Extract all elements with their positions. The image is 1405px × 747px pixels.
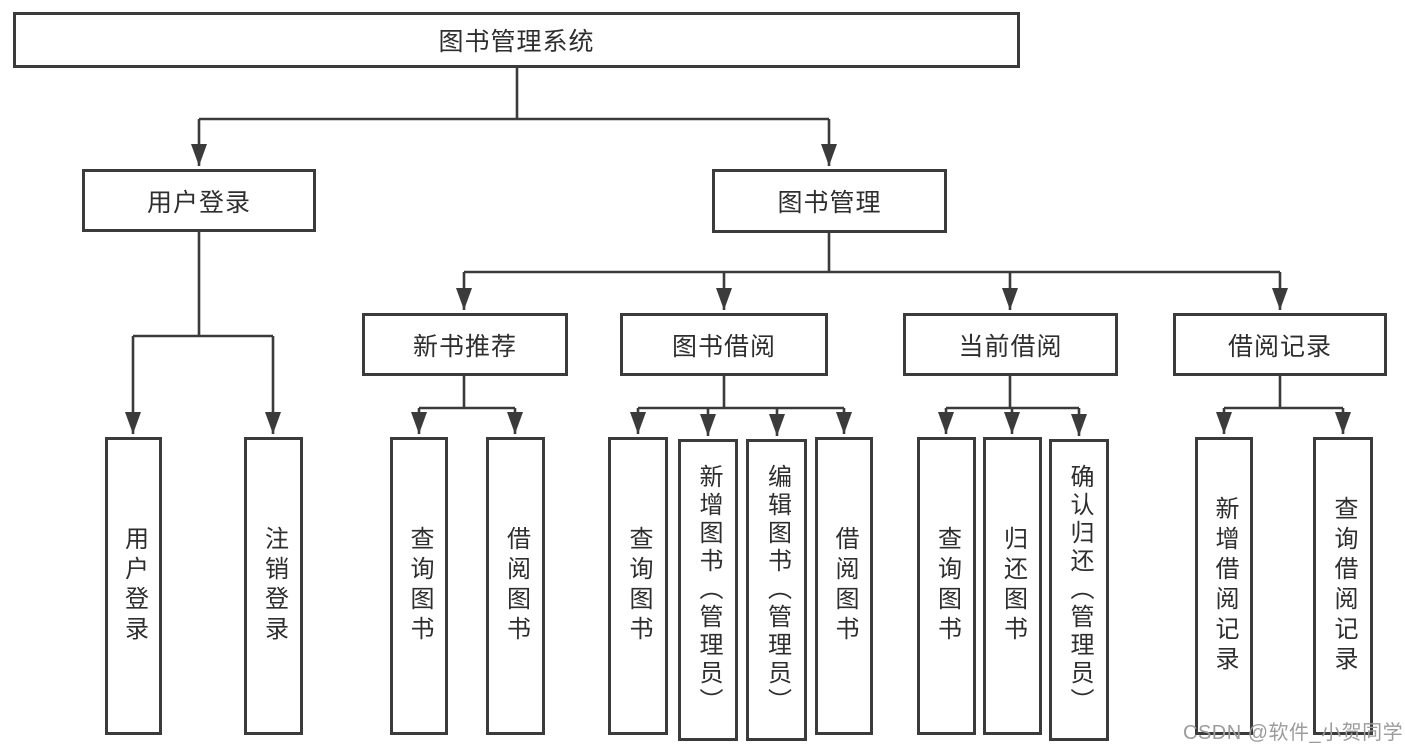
leaf-borrow-books-borrow: 借阅图书 bbox=[815, 437, 873, 735]
node-book-borrowing: 图书借阅 bbox=[620, 313, 828, 376]
leaf-logout: 注销登录 bbox=[244, 437, 303, 735]
node-new-book-recommend: 新书推荐 bbox=[362, 313, 568, 376]
leaf-borrow-books-recommend: 借阅图书 bbox=[486, 437, 545, 735]
leaf-query-books-recommend: 查询图书 bbox=[390, 437, 448, 735]
node-current-borrowing: 当前借阅 bbox=[903, 313, 1118, 376]
leaf-query-books-borrow: 查询图书 bbox=[608, 437, 668, 735]
leaf-add-book-admin: 新增图书（管理员） bbox=[678, 439, 738, 741]
leaf-query-borrow-record: 查询借阅记录 bbox=[1313, 437, 1373, 735]
node-borrowing-records: 借阅记录 bbox=[1173, 313, 1387, 376]
leaf-edit-book-admin: 编辑图书（管理员） bbox=[746, 439, 807, 741]
node-user-login: 用户登录 bbox=[82, 169, 316, 232]
leaf-add-borrow-record: 新增借阅记录 bbox=[1195, 437, 1253, 735]
leaf-user-login: 用户登录 bbox=[105, 437, 162, 735]
watermark: CSDN @软件_小贺同学 bbox=[1183, 722, 1404, 744]
node-root: 图书管理系统 bbox=[13, 12, 1020, 68]
leaf-return-book: 归还图书 bbox=[983, 437, 1042, 735]
leaf-query-books-current: 查询图书 bbox=[917, 437, 976, 735]
node-book-management: 图书管理 bbox=[712, 169, 947, 233]
leaf-confirm-return-admin: 确认归还（管理员） bbox=[1049, 439, 1109, 741]
